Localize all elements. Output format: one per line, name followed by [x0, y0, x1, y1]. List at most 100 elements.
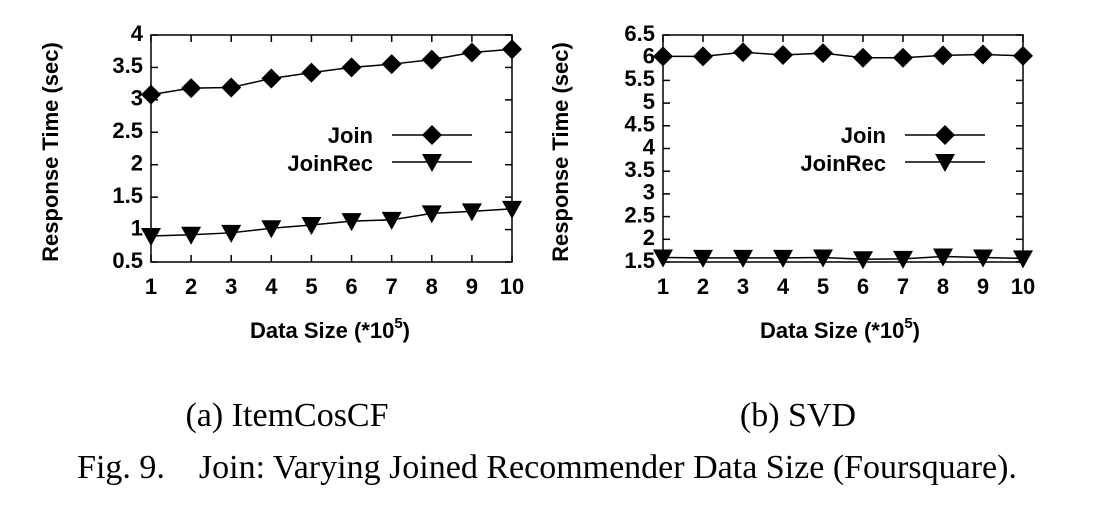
y-tick-label: 1	[131, 215, 143, 240]
x-tick-label: 4	[777, 274, 790, 299]
data-point-joinrec	[381, 211, 402, 230]
y-tick-label: 5.5	[624, 66, 655, 91]
x-tick-label: 5	[305, 274, 317, 299]
data-point-joinrec	[301, 217, 322, 236]
data-point-joinrec	[221, 224, 242, 243]
y-tick-label: 5	[643, 89, 655, 114]
y-tick-label: 2.5	[112, 118, 143, 143]
data-point-join	[933, 45, 953, 66]
data-point-joinrec	[341, 213, 362, 232]
y-tick-label: 3	[131, 86, 143, 111]
y-tick-label: 4	[643, 134, 656, 159]
legend-marker-join	[422, 125, 442, 145]
y-axis-title: Response Time (sec)	[38, 42, 63, 262]
data-point-join	[181, 78, 202, 99]
data-point-joinrec	[933, 248, 953, 267]
y-tick-label: 4	[131, 21, 144, 46]
y-tick-label: 1.5	[624, 248, 655, 273]
x-tick-label: 8	[426, 274, 438, 299]
data-point-joinrec	[141, 228, 161, 247]
y-tick-label: 6.5	[624, 21, 655, 46]
y-tick-label: 3.5	[112, 53, 143, 78]
x-tick-label: 9	[977, 274, 989, 299]
data-point-join	[141, 84, 161, 105]
x-tick-label: 2	[185, 274, 197, 299]
x-axis-title: Data Size (*105)	[760, 315, 920, 343]
y-tick-label: 1.5	[112, 183, 143, 208]
x-tick-label: 3	[737, 274, 749, 299]
data-point-join	[893, 47, 913, 68]
x-tick-label: 9	[466, 274, 478, 299]
y-tick-label: 3.5	[624, 157, 655, 182]
y-tick-label: 0.5	[112, 248, 143, 273]
data-point-join	[1013, 45, 1033, 66]
x-tick-label: 1	[145, 274, 157, 299]
data-point-joinrec	[502, 200, 522, 219]
data-point-join	[853, 47, 873, 68]
data-point-join	[773, 44, 793, 65]
y-tick-label: 2	[643, 225, 655, 250]
legend-label-joinrec: JoinRec	[800, 151, 886, 176]
x-tick-label: 6	[857, 274, 869, 299]
chart-panel-itemcoscf: Response Time (sec) Data Size (*105) 0.5…	[38, 21, 524, 343]
x-tick-label: 2	[697, 274, 709, 299]
data-point-joinrec	[261, 220, 282, 239]
y-tick-label: 2	[131, 151, 143, 176]
legend: Join JoinRec	[800, 123, 985, 176]
y-axis-title: Response Time (sec)	[548, 42, 573, 262]
x-tick-label: 8	[937, 274, 949, 299]
data-point-join	[502, 39, 522, 60]
legend-label-joinrec: JoinRec	[287, 151, 373, 176]
legend-label-join: Join	[841, 123, 886, 148]
data-point-joinrec	[973, 249, 993, 268]
data-point-join	[461, 42, 482, 63]
series-line-joinrec	[150, 208, 513, 237]
x-tick-label: 6	[345, 274, 357, 299]
data-point-joinrec	[461, 203, 482, 222]
y-tick-label: 4.5	[624, 112, 655, 137]
data-point-join	[693, 46, 713, 67]
series-line-joinrec	[662, 255, 1024, 261]
x-axis-title: Data Size (*105)	[250, 315, 410, 343]
data-point-joinrec	[773, 249, 793, 268]
data-point-join	[381, 54, 402, 75]
legend-marker-joinrec	[422, 154, 442, 172]
legend: Join JoinRec	[287, 123, 472, 176]
x-tick-label: 5	[817, 274, 829, 299]
data-point-join	[261, 68, 282, 89]
plot-frame	[150, 34, 513, 263]
data-point-joinrec	[181, 226, 202, 245]
x-tick-label: 4	[265, 274, 278, 299]
legend-label-join: Join	[328, 123, 373, 148]
x-tick-label: 7	[897, 274, 909, 299]
data-point-joinrec	[853, 251, 873, 270]
y-tick-label: 6	[643, 44, 655, 69]
x-tick-label: 7	[386, 274, 398, 299]
plot-frame	[662, 34, 1024, 263]
series-line-join	[150, 48, 513, 96]
y-tick-label: 3	[643, 180, 655, 205]
legend-marker-join	[935, 125, 955, 145]
data-point-joinrec	[421, 205, 442, 224]
data-point-joinrec	[893, 250, 913, 269]
data-point-join	[221, 77, 242, 98]
y-tick-label: 2.5	[624, 202, 655, 227]
legend-marker-joinrec	[935, 154, 955, 172]
data-point-joinrec	[693, 249, 713, 268]
x-tick-label: 10	[500, 274, 524, 299]
x-tick-label: 10	[1011, 274, 1035, 299]
subfigure-caption-b: (b) SVD	[740, 397, 856, 434]
data-point-joinrec	[733, 249, 753, 268]
data-point-join	[341, 57, 362, 78]
data-point-join	[301, 62, 322, 83]
data-point-joinrec	[813, 249, 833, 268]
series-line-join	[663, 51, 1024, 59]
subfigure-caption-a: (a) ItemCosCF	[185, 397, 388, 434]
x-tick-label: 1	[657, 274, 669, 299]
data-point-join	[733, 42, 753, 63]
data-point-join	[813, 43, 833, 64]
figure-caption: Fig. 9. Join: Varying Joined Recommender…	[77, 449, 1017, 486]
chart-panel-svd: Response Time (sec) Data Size (*105) 1.5…	[548, 21, 1035, 343]
data-point-join	[653, 46, 673, 67]
